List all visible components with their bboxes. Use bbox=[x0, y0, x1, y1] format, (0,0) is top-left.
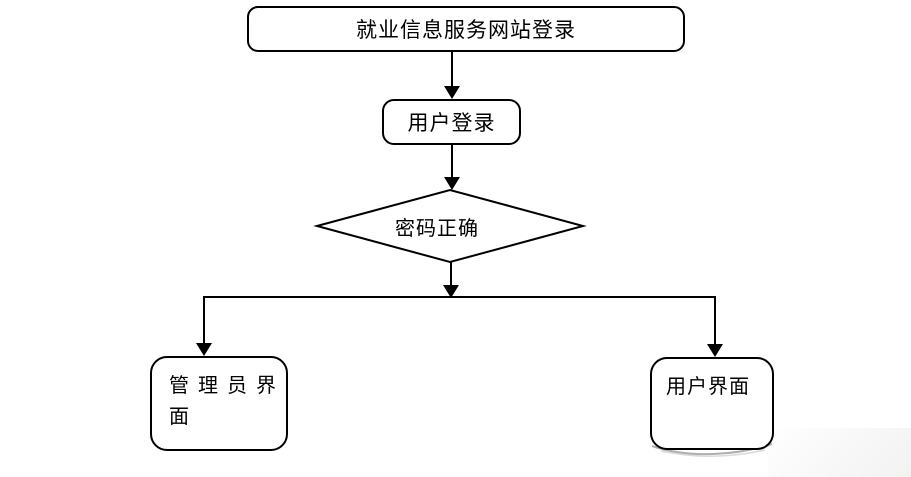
flow-node-password-check: 密码正确 bbox=[317, 190, 557, 262]
flow-node-password-check-label: 密码正确 bbox=[395, 217, 479, 240]
flow-node-user-login: 用户登录 bbox=[382, 99, 521, 145]
flow-node-start-label: 就业信息服务网站登录 bbox=[356, 18, 576, 42]
flow-node-admin-interface-label: 管 理 员 界 面 bbox=[169, 375, 278, 428]
flow-node-user-interface-label: 用户界面 bbox=[666, 376, 750, 398]
flow-node-start: 就业信息服务网站登录 bbox=[247, 6, 685, 52]
flow-node-user-login-label: 用户登录 bbox=[407, 111, 496, 135]
arrow-decision-to-split bbox=[443, 262, 459, 298]
arrow-split-to-admin bbox=[196, 296, 212, 356]
arrow-split-to-user bbox=[707, 296, 723, 357]
flow-node-user-interface: 用户界面 bbox=[650, 357, 774, 450]
flow-node-admin-interface: 管 理 员 界 面 bbox=[150, 356, 288, 451]
arrow-start-to-login bbox=[444, 52, 460, 99]
decision-diamond-shape bbox=[313, 188, 587, 264]
arrow-login-to-decision bbox=[444, 145, 460, 190]
